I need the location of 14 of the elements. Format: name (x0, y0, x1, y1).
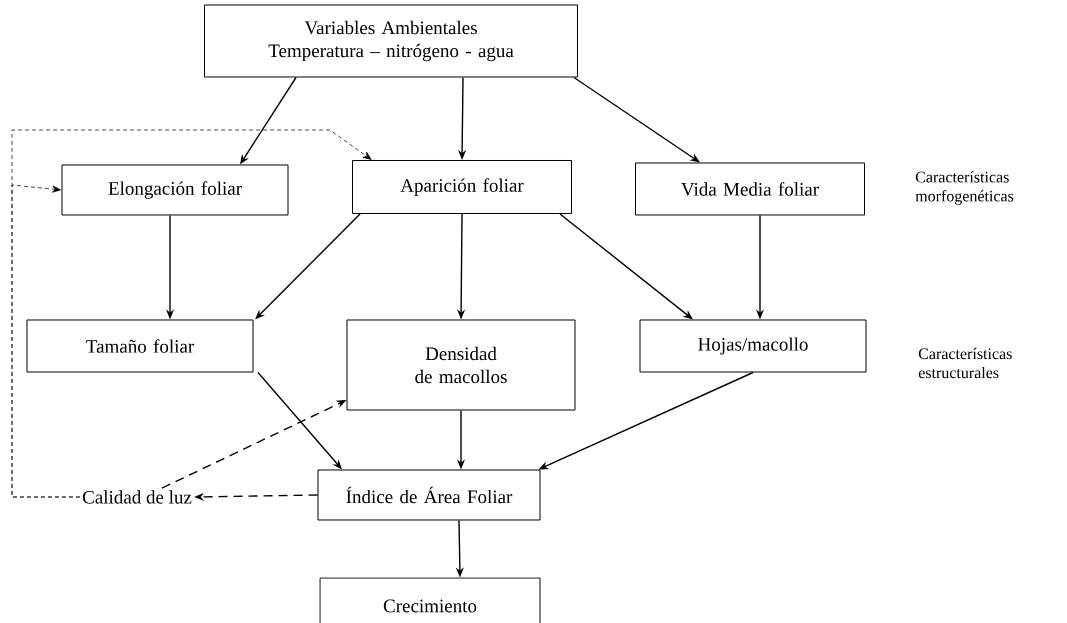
process-box: Variables Ambientales Temperatura – nitrógeno - agua (204, 4, 578, 78)
process-box: Aparición foliar (352, 160, 572, 214)
side-label: Características morfogenéticas (915, 171, 1014, 205)
process-box: Hojas/macollo (639, 319, 867, 373)
dashed-arrow (11, 129, 372, 498)
arrow (573, 76, 700, 163)
process-box: Elongación foliar (61, 164, 289, 216)
node-text: Calidad de luz (82, 490, 192, 504)
process-box: Densidad de macollos (346, 319, 576, 411)
process-box: Tamaño foliar (26, 319, 254, 373)
process-box: Vida Media foliar (635, 162, 865, 216)
side-label: Características estructurales (918, 347, 1012, 379)
process-box: Índice de Área Foliar (317, 469, 541, 521)
process-box: Crecimiento (319, 577, 541, 623)
